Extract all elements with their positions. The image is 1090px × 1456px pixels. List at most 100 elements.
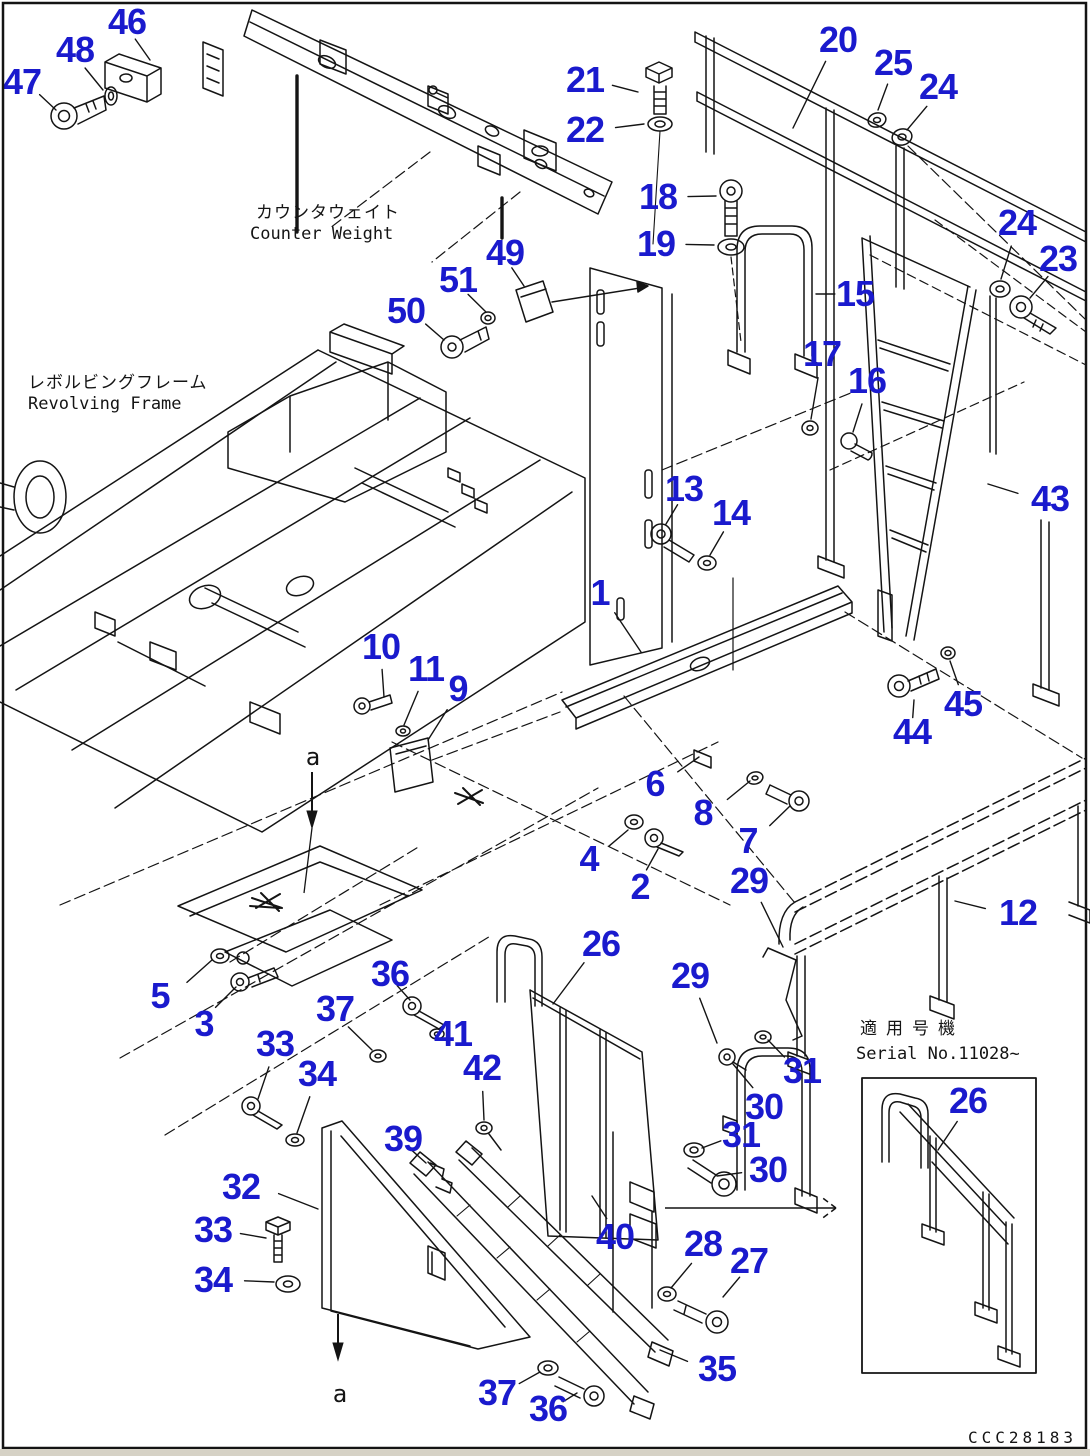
leader-46: [134, 38, 151, 61]
part-label-22: 22: [565, 109, 605, 150]
part-label-26: 26: [581, 923, 621, 964]
part-label-17: 17: [802, 333, 842, 374]
leader-8: [726, 780, 751, 801]
ladder-43-drawing: [861, 235, 997, 642]
leader-16: [852, 403, 863, 433]
part-label-28: 28: [683, 1223, 723, 1264]
part-label-42: 42: [462, 1047, 502, 1088]
part-label-25: 25: [873, 42, 913, 83]
part-label-24: 24: [997, 202, 1037, 243]
part-label-34: 34: [193, 1259, 233, 1300]
leader-48: [84, 67, 104, 91]
cover-26-drawing: [496, 934, 659, 1249]
part-label-40: 40: [595, 1216, 635, 1257]
serial-label-en: Serial No.11028~: [856, 1044, 1020, 1064]
view-arrow-a2: [332, 1314, 344, 1362]
view-letter-a2: a: [332, 1380, 348, 1408]
part-label-33: 33: [193, 1209, 233, 1250]
part-label-21: 21: [565, 59, 605, 100]
center-panel-drawing: [551, 267, 673, 666]
leader-34: [243, 1280, 275, 1283]
part-label-36: 36: [370, 953, 410, 994]
serial-inset-box: [861, 1077, 1037, 1374]
leader-18: [687, 195, 717, 198]
leader-43: [987, 483, 1019, 495]
leader-32: [277, 1192, 319, 1210]
view-arrow-a1: [303, 772, 318, 894]
part-label-4: 4: [579, 838, 599, 879]
part-label-3: 3: [194, 1003, 214, 1044]
leader-12: [954, 900, 987, 910]
part-label-19: 19: [636, 223, 676, 264]
leader-3: [214, 986, 237, 1009]
leader-5: [186, 959, 213, 984]
leader-42: [482, 1090, 485, 1121]
part-label-50: 50: [386, 290, 426, 331]
leader-14: [709, 531, 725, 556]
part-label-23: 23: [1038, 238, 1078, 279]
leader-31: [701, 1140, 722, 1149]
part-label-49: 49: [485, 232, 525, 273]
part-label-30: 30: [748, 1149, 788, 1190]
part-label-24: 24: [918, 66, 958, 107]
counterweight-label-en: Counter Weight: [250, 224, 394, 244]
part-label-31: 31: [782, 1050, 822, 1091]
leader-37: [518, 1371, 541, 1385]
leader-35: [659, 1349, 689, 1363]
part-label-5: 5: [150, 975, 170, 1016]
part-label-16: 16: [847, 360, 887, 401]
part-label-46: 46: [107, 1, 147, 42]
part-label-44: 44: [892, 711, 932, 752]
leader-17: [810, 376, 819, 420]
counterweight-label-jp: カウンタウェイト: [256, 203, 400, 223]
leader-11: [403, 690, 419, 726]
leader-33: [239, 1232, 267, 1239]
part-label-43: 43: [1030, 478, 1070, 519]
part-label-14: 14: [711, 492, 751, 533]
part-label-27: 27: [729, 1240, 769, 1281]
leader-29: [699, 997, 718, 1044]
leader-50: [424, 323, 445, 341]
serial-label-jp: 適用号機: [860, 1019, 964, 1039]
part-label-1: 1: [590, 572, 610, 613]
part-label-51: 51: [438, 259, 478, 300]
part-label-6: 6: [645, 763, 665, 804]
part-label-36: 36: [528, 1388, 568, 1429]
part-label-11: 11: [407, 648, 445, 689]
leader-22: [614, 123, 645, 129]
drawing-code: CCC28183: [968, 1428, 1078, 1447]
leader-21: [611, 84, 639, 93]
leader-37: [347, 1026, 373, 1051]
leader-28: [670, 1262, 693, 1289]
part-label-29: 29: [670, 955, 710, 996]
part-label-34: 34: [297, 1053, 337, 1094]
revolving-frame-label-jp: レボルビングフレーム: [28, 373, 208, 393]
inset-pointer-arrow: [665, 1195, 837, 1221]
leader-1: [614, 612, 642, 653]
leader-4: [608, 829, 629, 847]
leader-24: [906, 105, 928, 131]
part-label-35: 35: [697, 1348, 737, 1389]
revolving-frame-drawing: [0, 323, 586, 987]
part-label-47: 47: [2, 61, 42, 102]
part-label-26: 26: [948, 1080, 988, 1121]
part-label-48: 48: [55, 29, 95, 70]
part-label-12: 12: [998, 892, 1038, 933]
part-label-2: 2: [630, 866, 650, 907]
leader-10: [381, 668, 385, 698]
phantom-lines: [59, 145, 1087, 1136]
part-label-18: 18: [638, 176, 678, 217]
revolving-frame-label-en: Revolving Frame: [28, 394, 182, 414]
bottom-strip: [0, 1449, 1090, 1456]
part-label-39: 39: [383, 1118, 423, 1159]
part-label-8: 8: [693, 792, 713, 833]
part-label-10: 10: [361, 626, 401, 667]
part-label-33: 33: [255, 1023, 295, 1064]
part-label-9: 9: [448, 668, 468, 709]
view-letter-a1: a: [305, 743, 321, 771]
part-label-32: 32: [221, 1166, 261, 1207]
part-label-15: 15: [835, 273, 875, 314]
leader-25: [877, 83, 889, 111]
leader-34: [296, 1096, 311, 1134]
